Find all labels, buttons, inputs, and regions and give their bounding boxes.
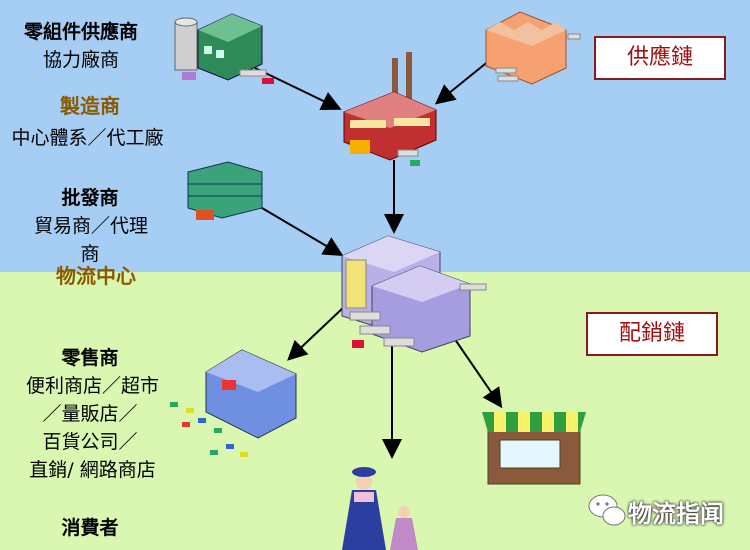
consumer-title: 消費者	[61, 517, 119, 539]
retail-store-icon	[170, 349, 297, 457]
flow-arrows	[254, 59, 503, 459]
wholesaler-subtitle-line-2: 商	[80, 243, 100, 265]
retailer-subtitle-line-2: ／量販店／	[42, 403, 138, 425]
component-supplier-factory-icon	[174, 13, 274, 84]
arrow-logistics-to-shop	[451, 334, 503, 409]
consumer-figures-icon	[342, 467, 418, 550]
manufacturer-factory-icon	[343, 52, 437, 166]
wechat-icon	[588, 494, 626, 526]
wechat-watermark-text: 物流指闻	[628, 500, 724, 528]
wholesaler-title: 批發商	[61, 187, 119, 209]
logistics-center-title: 物流中心	[56, 264, 136, 288]
retailer-subtitle-line-4: 直銷/ 網路商店	[29, 459, 156, 481]
manufacturer-subtitle: 中心體系／代工廠	[11, 127, 164, 149]
retailer-subtitle-line-3: 百貨公司／	[42, 431, 138, 453]
manufacturer-title: 製造商	[60, 94, 120, 118]
retailer-title: 零售商	[61, 347, 119, 369]
wholesaler-subtitle-line-1: 貿易商／代理	[33, 215, 148, 237]
supply-chain-label: 供應鏈	[594, 36, 726, 80]
distribution-chain-label: 配銷鏈	[586, 312, 718, 356]
arrow-partner-to-manufacturer	[434, 59, 491, 105]
logistics-center-icon	[341, 235, 487, 353]
shop-icon	[482, 412, 586, 485]
partner-factory-icon	[485, 11, 581, 85]
arrow-wholesaler-to-logistics	[261, 207, 344, 257]
wholesaler-warehouse-icon	[187, 161, 263, 220]
retailer-subtitle-line-1: 便利商店／超市	[25, 375, 159, 397]
arrow-logistics-to-retail	[287, 305, 346, 361]
component-supplier-title: 零組件供應商	[23, 21, 138, 43]
arrow-component-to-manufacturer	[254, 67, 342, 111]
component-supplier-subtitle: 協力廠商	[42, 49, 119, 71]
